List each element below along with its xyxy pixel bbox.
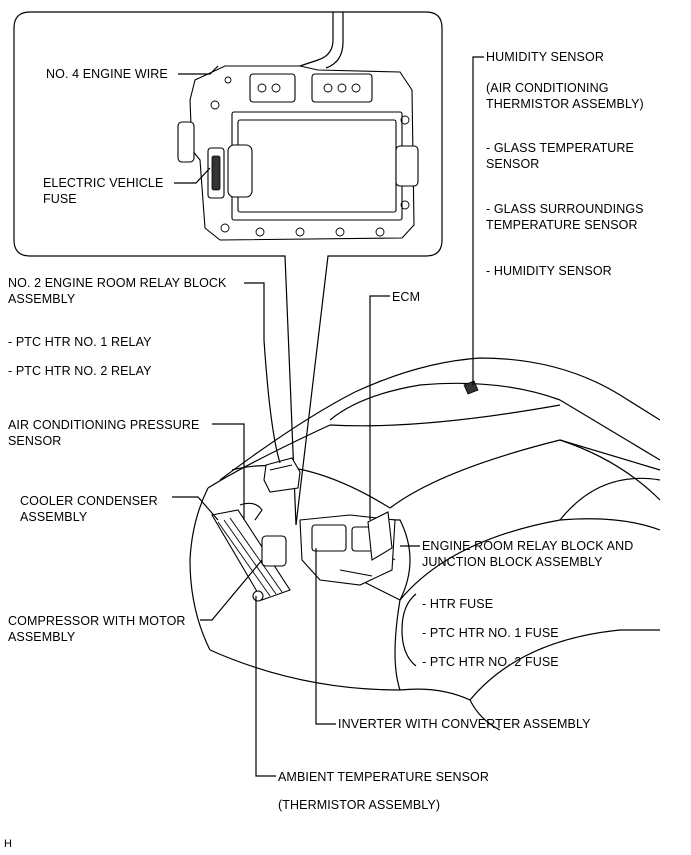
label-no4-engine-wire: NO. 4 ENGINE WIRE <box>46 67 168 81</box>
label-ambient-line1: AMBIENT TEMPERATURE SENSOR <box>278 770 489 784</box>
label-ambient-line2: (THERMISTOR ASSEMBLY) <box>278 798 441 812</box>
label-ac-pressure-line1: AIR CONDITIONING PRESSURE <box>8 418 200 432</box>
label-ev-fuse-line1: ELECTRIC VEHICLE <box>43 176 164 190</box>
vehicle-front-outline <box>189 357 661 731</box>
inverter-detail-figure <box>13 11 443 526</box>
label-ac-pressure-line2: SENSOR <box>8 434 62 448</box>
label-htr-fuse: - HTR FUSE <box>422 597 494 611</box>
label-relay-block-line2: ASSEMBLY <box>8 292 76 306</box>
label-glass-temp-line1: - GLASS TEMPERATURE <box>486 141 634 155</box>
label-ptc-fuse-1: - PTC HTR NO. 1 FUSE <box>422 626 559 640</box>
label-inverter: INVERTER WITH CONVERTER ASSEMBLY <box>338 717 591 731</box>
label-humidity-sub-line2: THERMISTOR ASSEMBLY) <box>486 97 644 111</box>
humidity-sensor-figure <box>463 380 479 395</box>
label-condenser-line1: COOLER CONDENSER <box>20 494 158 508</box>
label-er-relay-line2: JUNCTION BLOCK ASSEMBLY <box>422 555 603 569</box>
label-humidity-sensor: HUMIDITY SENSOR <box>486 50 604 64</box>
label-humidity-sub-line1: (AIR CONDITIONING <box>486 81 609 95</box>
label-compressor-line2: ASSEMBLY <box>8 630 76 644</box>
label-relay-block-line1: NO. 2 ENGINE ROOM RELAY BLOCK <box>8 276 227 290</box>
label-ecm: ECM <box>392 290 421 304</box>
label-ptc-relay-1: - PTC HTR NO. 1 RELAY <box>8 335 152 349</box>
label-glass-temp-line2: SENSOR <box>486 157 540 171</box>
junction-block-figure <box>299 511 396 586</box>
label-ev-fuse-line2: FUSE <box>43 192 77 206</box>
label-glass-surr-line2: TEMPERATURE SENSOR <box>486 218 638 232</box>
relay-block-figure <box>263 457 301 493</box>
label-ptc-fuse-2: - PTC HTR NO. 2 FUSE <box>422 655 559 669</box>
leader-lines <box>172 56 484 777</box>
label-condenser-line2: ASSEMBLY <box>20 510 88 524</box>
condenser-figure <box>211 502 291 602</box>
label-humidity-item: - HUMIDITY SENSOR <box>486 264 612 278</box>
label-glass-surr-line1: - GLASS SURROUNDINGS <box>486 202 644 216</box>
label-compressor-line1: COMPRESSOR WITH MOTOR <box>8 614 186 628</box>
corner-mark: H <box>4 838 13 850</box>
label-er-relay-line1: ENGINE ROOM RELAY BLOCK AND <box>422 539 634 553</box>
label-ptc-relay-2: - PTC HTR NO. 2 RELAY <box>8 364 152 378</box>
